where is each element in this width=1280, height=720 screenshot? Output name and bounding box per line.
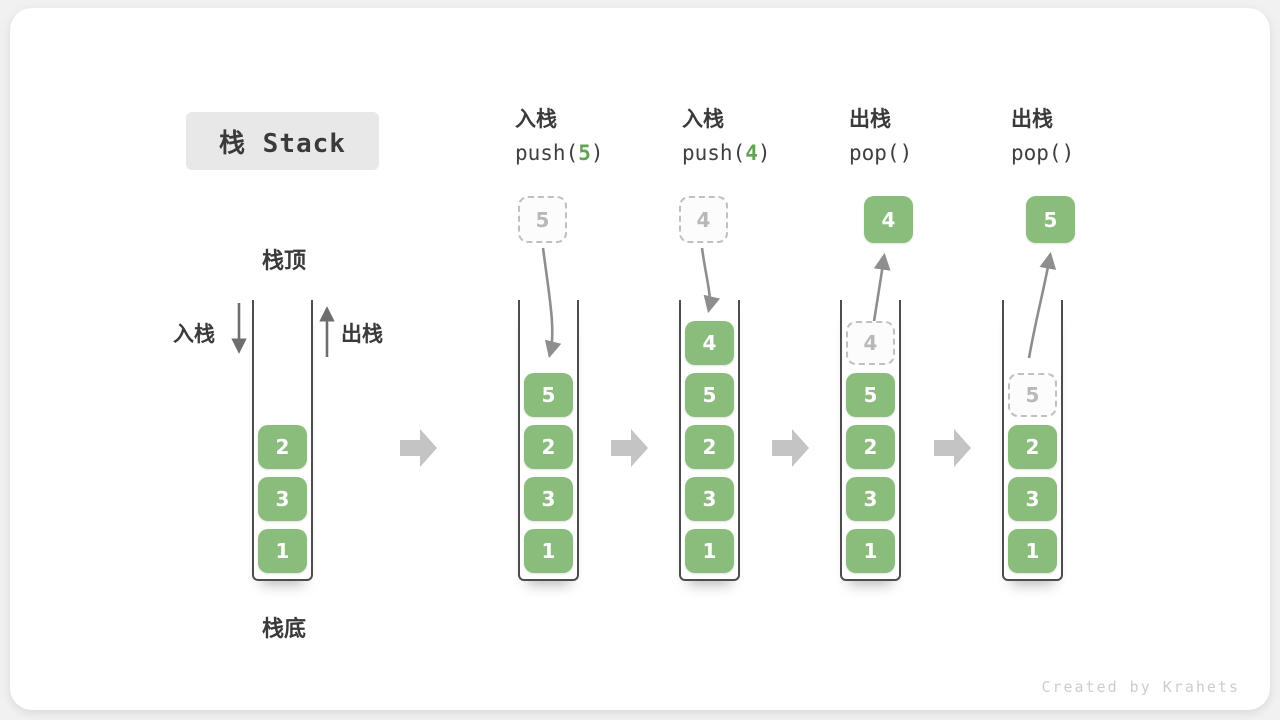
floating-block: 5	[518, 196, 567, 243]
operation-code: pop()	[1011, 141, 1075, 165]
stack-block: 1	[846, 529, 895, 573]
stack-block: 4	[685, 321, 734, 365]
floating-block: 4	[864, 196, 913, 243]
operation-label: 出栈 pop()	[849, 106, 912, 166]
stack-block: 4	[846, 321, 895, 365]
operation-code: push(4)	[682, 141, 771, 165]
operation-name: 出栈	[1011, 107, 1053, 131]
stack-block: 3	[258, 477, 307, 521]
operation-name: 入栈	[682, 107, 724, 131]
stack-top-label: 栈顶	[261, 249, 306, 274]
stack-block: 2	[685, 425, 734, 469]
stack-block: 2	[524, 425, 573, 469]
stack-block: 2	[846, 425, 895, 469]
floating-block: 4	[679, 196, 728, 243]
stack-block: 5	[524, 373, 573, 417]
stack-block: 1	[1008, 529, 1057, 573]
stack-bottom-label: 栈底	[261, 617, 306, 642]
operation-code: push(5)	[515, 141, 604, 165]
flow-arrow-icon	[772, 429, 809, 467]
floating-block: 5	[1026, 196, 1075, 243]
flow-arrow-icon	[934, 429, 971, 467]
stack-block: 3	[524, 477, 573, 521]
stack-block: 3	[1008, 477, 1057, 521]
operation-label: 出栈 pop()	[1011, 106, 1074, 166]
push-side-label: 入栈	[173, 322, 215, 346]
title-badge: 栈 Stack	[186, 112, 379, 170]
stack-block: 3	[846, 477, 895, 521]
stack-block: 5	[1008, 373, 1057, 417]
operation-label: 入栈 push(5)	[515, 106, 604, 166]
stack-block: 1	[258, 529, 307, 573]
stack-block: 1	[524, 529, 573, 573]
stack-block: 5	[685, 373, 734, 417]
operation-label: 入栈 push(4)	[682, 106, 771, 166]
attribution: Created by Krahets	[1041, 678, 1240, 696]
stack-block: 2	[1008, 425, 1057, 469]
stack-block: 2	[258, 425, 307, 469]
operation-name: 入栈	[515, 107, 557, 131]
operation-name: 出栈	[849, 107, 891, 131]
stack-block: 5	[846, 373, 895, 417]
stack-block: 1	[685, 529, 734, 573]
stack-block: 3	[685, 477, 734, 521]
pop-side-label: 出栈	[341, 322, 383, 346]
flow-arrow-icon	[611, 429, 648, 467]
flow-arrow-icon	[400, 429, 437, 467]
operation-code: pop()	[849, 141, 913, 165]
title-text: 栈 Stack	[219, 128, 346, 159]
